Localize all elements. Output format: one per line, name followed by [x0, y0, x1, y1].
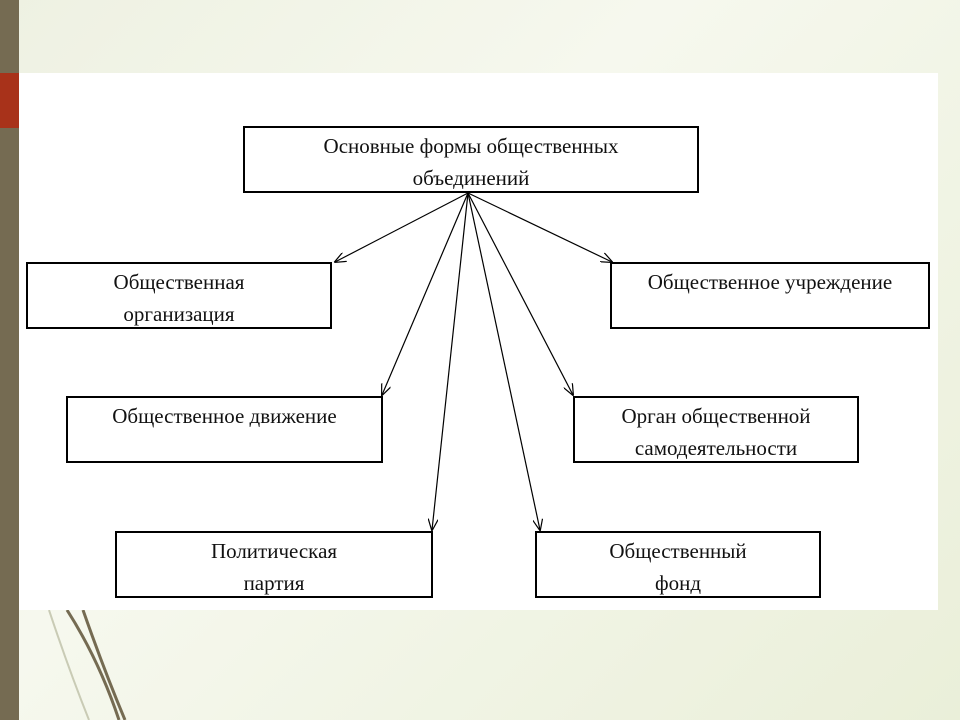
decorative-swoosh: [48, 610, 127, 720]
node-line2: партия: [243, 571, 305, 595]
node-line1: Общественная: [113, 270, 245, 294]
root-line2: объединений: [412, 166, 530, 190]
node-line1: Общественный: [609, 539, 747, 563]
node-line2: самодеятельности: [634, 436, 798, 460]
node-line1: Общественное учреждение: [647, 270, 893, 294]
node-self-government-body: Орган общественной самодеятельности: [573, 396, 859, 463]
node-line2: организация: [123, 302, 235, 326]
root-node: Основные формы общественных объединений: [243, 126, 699, 193]
node-public-institution: Общественное учреждение: [610, 262, 930, 329]
slide-left-bar: [0, 0, 19, 720]
node-political-party: Политическая партия: [115, 531, 433, 598]
node-public-movement: Общественное движение: [66, 396, 383, 463]
node-line1: Политическая: [210, 539, 338, 563]
node-public-organization: Общественная организация: [26, 262, 332, 329]
node-line1: Орган общественной: [621, 404, 811, 428]
node-public-fund: Общественный фонд: [535, 531, 821, 598]
root-line1: Основные формы общественных: [323, 134, 619, 158]
node-line1: Общественное движение: [112, 404, 337, 428]
node-line2: фонд: [654, 571, 702, 595]
slide-accent-block: [0, 73, 19, 128]
